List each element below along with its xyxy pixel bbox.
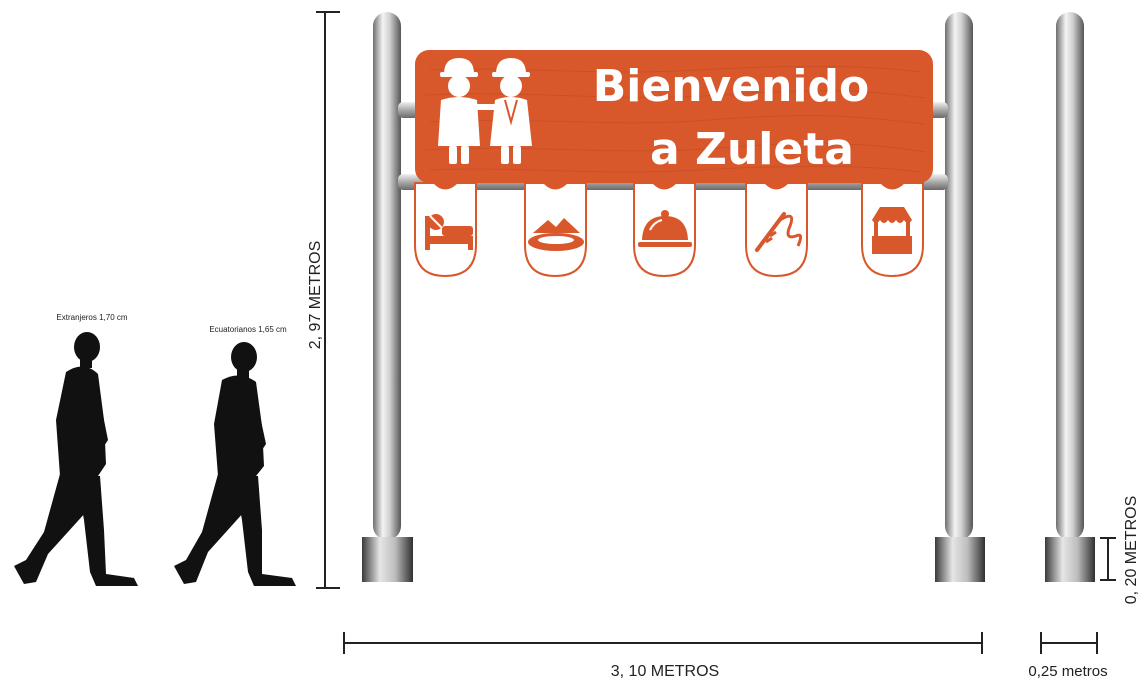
width-dimension <box>343 632 983 654</box>
tab-food <box>633 182 696 278</box>
right-post <box>935 12 985 582</box>
post-width-label: 0,25 metros <box>1028 663 1107 680</box>
left-post-base <box>362 537 413 582</box>
side-view-post <box>1045 12 1095 582</box>
food-platter-icon <box>638 210 692 247</box>
bed-icon <box>425 214 473 250</box>
sign-title-line2: a Zuleta <box>650 124 854 175</box>
base-height-label: 0, 20 METROS <box>1123 496 1140 604</box>
icon-tabs <box>414 182 924 278</box>
sign-title-line1: Bienvenido <box>593 61 869 112</box>
foreigner-silhouette <box>14 332 138 586</box>
left-post <box>362 12 413 582</box>
children-icon <box>438 58 532 164</box>
tab-lodging <box>414 182 477 278</box>
tab-landscape <box>524 182 587 278</box>
tab-market <box>861 182 924 278</box>
tab-crafts <box>745 182 808 278</box>
width-label: 3, 10 METROS <box>611 663 719 680</box>
side-post-base <box>1045 537 1095 582</box>
ecuadorian-label: Ecuatorianos 1,65 cm <box>209 325 287 334</box>
market-stall-icon <box>872 207 912 254</box>
ecuadorian-silhouette <box>174 342 296 586</box>
embroidery-needle-icon <box>755 212 803 252</box>
height-dimension <box>316 11 340 589</box>
mountain-lake-icon <box>528 218 584 251</box>
sign-panel <box>415 50 933 183</box>
welcome-sign: Bienvenido a Zuleta <box>415 50 933 183</box>
right-post-base <box>935 537 985 582</box>
child-dress-detail <box>504 99 518 126</box>
height-label: 2, 97 METROS <box>307 241 324 349</box>
children-hands <box>477 104 495 110</box>
post-width-dimension <box>1040 632 1098 654</box>
foreigner-label: Extranjeros 1,70 cm <box>56 313 127 322</box>
base-height-dimension <box>1100 537 1116 581</box>
